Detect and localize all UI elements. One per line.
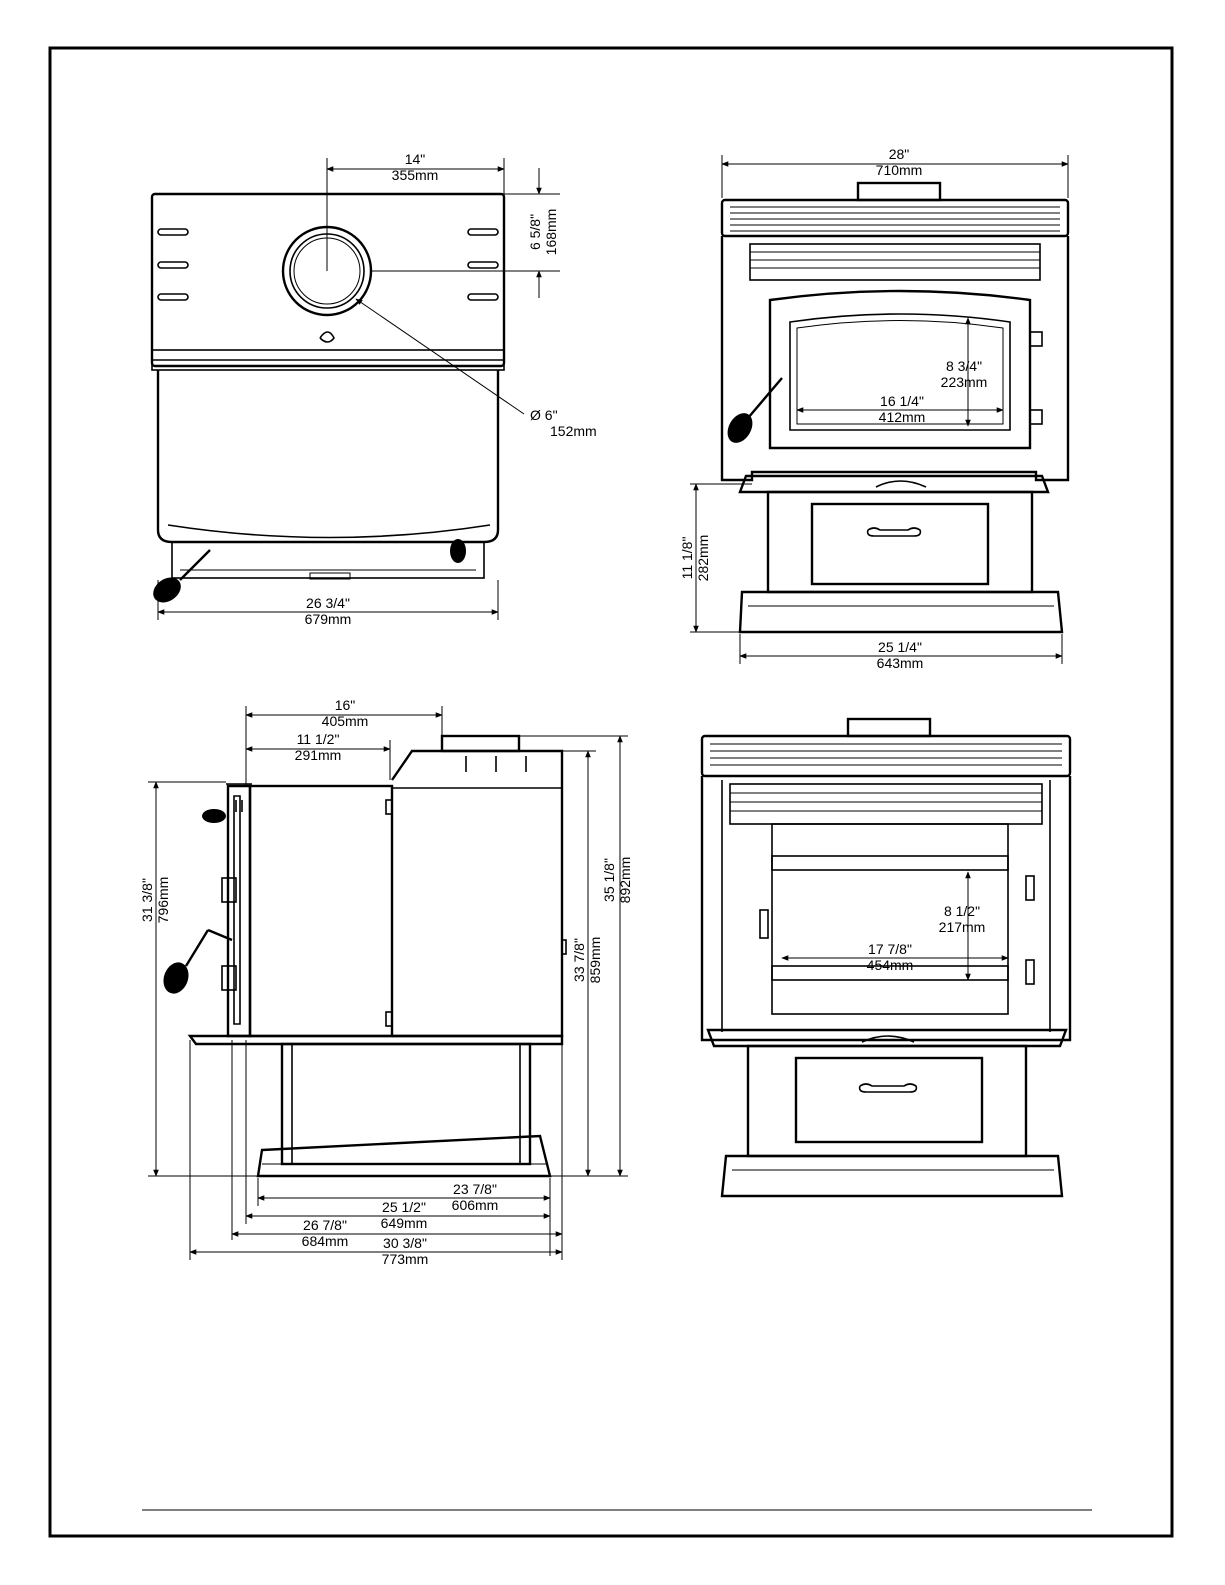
dim-flue-depth-mm: 168mm bbox=[543, 209, 559, 256]
dim-base-depth-in: 23 7/8" bbox=[453, 1181, 497, 1197]
dim-firebox-height-mm: 217mm bbox=[939, 919, 986, 935]
dim-base-depth-mm: 606mm bbox=[452, 1197, 499, 1213]
side-view bbox=[159, 736, 566, 1176]
page-frame bbox=[50, 48, 1172, 1536]
dim-top-width-in: 26 3/4" bbox=[306, 595, 350, 611]
drawer-handle-icon bbox=[860, 1084, 917, 1092]
handle-knob-icon bbox=[202, 809, 226, 823]
dim-flue-depth-in: 6 5/8" bbox=[527, 214, 543, 250]
dim-body-depth-in: 25 1/2" bbox=[382, 1199, 426, 1215]
dim-base-width-in: 25 1/4" bbox=[878, 639, 922, 655]
dim-top-depth-in: 11 1/2" bbox=[297, 731, 340, 747]
handle-knob-icon bbox=[450, 539, 466, 563]
side-view-dimensions: 16" 405mm 11 1/2" 291mm 31 3/8" 796mm 33… bbox=[139, 697, 633, 1267]
dim-total-depth-in: 30 3/8" bbox=[383, 1235, 427, 1251]
dim-flue-diameter-mm: 152mm bbox=[550, 423, 597, 439]
dim-handle-height-mm: 796mm bbox=[155, 877, 171, 924]
dim-flue-center-in: 16" bbox=[335, 697, 356, 713]
dim-flue-height-mm: 892mm bbox=[617, 857, 633, 904]
dim-top-depth-mm: 291mm bbox=[295, 747, 342, 763]
dim-front-width-in: 28" bbox=[889, 146, 910, 162]
dim-glass-height-in: 8 3/4" bbox=[946, 358, 982, 374]
dim-glass-height-mm: 223mm bbox=[941, 374, 988, 390]
logo-icon bbox=[320, 332, 334, 342]
dim-top-width-mm: 679mm bbox=[305, 611, 352, 627]
firebox-view-dimensions: 8 1/2" 217mm 17 7/8" 454mm bbox=[782, 872, 1008, 980]
dim-overall-depth-in: 26 7/8" bbox=[303, 1217, 347, 1233]
dim-glass-width-mm: 412mm bbox=[879, 409, 926, 425]
dim-flue-center-mm: 405mm bbox=[322, 713, 369, 729]
top-view-dimensions: 14" 355mm 6 5/8" 168mm Ø 6" 152mm 26 3/4… bbox=[158, 151, 597, 627]
top-view bbox=[148, 194, 504, 608]
dim-pedestal-height-mm: 282mm bbox=[695, 535, 711, 582]
drawer-handle-icon bbox=[868, 528, 921, 536]
dim-body-depth-mm: 649mm bbox=[381, 1215, 428, 1231]
dim-glass-width-in: 16 1/4" bbox=[880, 393, 924, 409]
dim-top-height-in: 33 7/8" bbox=[571, 938, 587, 982]
dim-firebox-width-mm: 454mm bbox=[867, 957, 914, 973]
dim-base-width-mm: 643mm bbox=[877, 655, 924, 671]
dim-front-width-mm: 710mm bbox=[876, 162, 923, 178]
dim-total-depth-mm: 773mm bbox=[382, 1251, 429, 1267]
dim-handle-height-in: 31 3/8" bbox=[139, 878, 155, 922]
dim-pedestal-height-in: 11 1/8" bbox=[679, 537, 695, 580]
dim-flue-diameter-in: Ø 6" bbox=[530, 407, 558, 423]
dim-top-height-mm: 859mm bbox=[587, 937, 603, 984]
dim-firebox-width-in: 17 7/8" bbox=[868, 941, 912, 957]
dim-flue-offset-mm: 355mm bbox=[392, 167, 439, 183]
dim-flue-offset-in: 14" bbox=[405, 151, 426, 167]
dim-firebox-height-in: 8 1/2" bbox=[944, 903, 980, 919]
dim-overall-depth-mm: 684mm bbox=[302, 1233, 349, 1249]
logo-icon bbox=[876, 481, 926, 487]
dim-flue-height-in: 35 1/8" bbox=[601, 858, 617, 902]
